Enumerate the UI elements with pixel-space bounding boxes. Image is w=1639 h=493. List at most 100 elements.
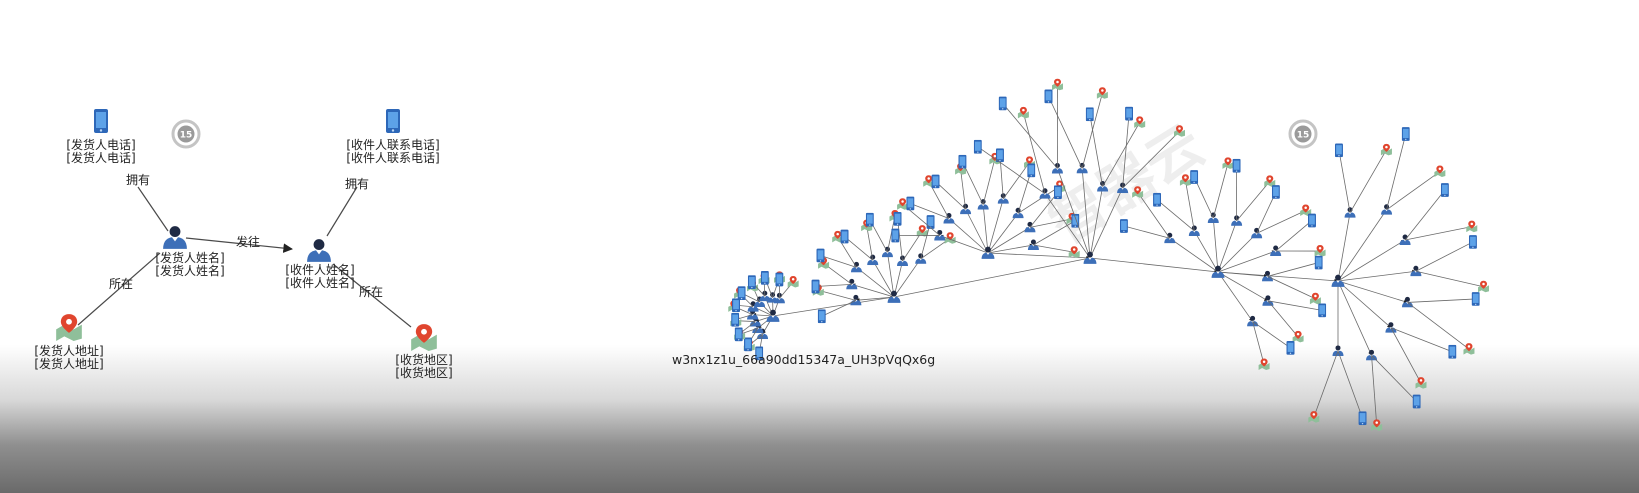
phone-icon [893, 211, 902, 226]
location-icon [1096, 87, 1108, 99]
spoke-edge-2-4 [987, 198, 1005, 254]
leaf-edge [1236, 181, 1271, 222]
spoke-edge-2-3 [981, 204, 989, 254]
location-icon [1478, 280, 1490, 293]
leaf-edge [844, 236, 873, 261]
phone-icon [775, 272, 784, 287]
spoke-edge-5-1 [1337, 209, 1387, 282]
location-icon [1173, 125, 1185, 137]
receiver-name-label-1: [收件人姓名] [285, 262, 354, 277]
leaf-edge [1102, 122, 1141, 187]
phone-icon [744, 337, 753, 352]
phone-icon [1044, 89, 1053, 104]
phone-icon [760, 270, 769, 285]
leaf-edge [1267, 300, 1299, 338]
leaf-edge [1256, 191, 1277, 234]
location-icon [1258, 358, 1270, 370]
leaf-edge [1371, 355, 1417, 402]
sender-phone-label-1: [发货人电话] [66, 137, 135, 152]
leaf-edge [1267, 300, 1323, 311]
phone-icon [731, 312, 740, 327]
leaf-edge [1089, 114, 1103, 187]
spoke-edge-1-2 [856, 267, 895, 298]
location-icon [1380, 143, 1392, 156]
spoke-edge-2-7 [987, 243, 1034, 254]
location-icon [1308, 411, 1320, 423]
leaf-edge [962, 161, 984, 205]
leaf-edge [1193, 176, 1214, 219]
phone-icon [1027, 163, 1036, 178]
location-icon [1415, 377, 1427, 389]
phone-icon [816, 248, 825, 263]
phone-icon [1471, 292, 1480, 306]
leaf-edge [1267, 262, 1319, 277]
phone-icon [1053, 185, 1062, 200]
leaf-edge [1415, 270, 1484, 288]
phone-icon [732, 298, 741, 313]
schema-diagram: 拥有 发往 拥有 所在 所在 [发货人电话] [发货人电话] [发货人姓名] [… [34, 109, 453, 380]
spoke-edge-1-1 [851, 283, 895, 298]
location-icon [1179, 174, 1191, 186]
leaf-edge [1338, 150, 1351, 213]
location-icon [1466, 220, 1478, 233]
edge-ship-to [185, 237, 293, 253]
leaf-edge [1033, 244, 1075, 253]
leaf-edge [821, 299, 857, 317]
leaf-edge [1002, 103, 1058, 169]
phone-icon [747, 275, 756, 290]
leaf-edge [1212, 163, 1229, 219]
phone-icon [817, 309, 826, 324]
phone-icon [1232, 158, 1241, 173]
phone-icon [1125, 106, 1134, 121]
leaf-edge [1256, 210, 1306, 234]
spoke-edge-4-5 [1217, 250, 1277, 273]
edge-receiver-owns-phone [326, 186, 358, 237]
spoke-edge-4-8 [1217, 271, 1253, 322]
spoke-edge-1-6 [893, 258, 922, 298]
location-icon [1017, 106, 1029, 119]
leaf-edge [1123, 225, 1170, 239]
edge-label-own-left: 拥有 [126, 173, 150, 187]
spoke-edge-5-6 [1337, 280, 1372, 356]
location-icon [1463, 343, 1475, 355]
spoke-edge-5-2 [1337, 239, 1406, 282]
phone-icon [734, 327, 743, 342]
phone-icon [1286, 341, 1295, 355]
receiver-area-label-2: [收货地区] [395, 365, 452, 380]
hub-link-0 [772, 295, 895, 317]
phone-icon [865, 212, 874, 227]
network-graph [728, 78, 1490, 431]
edge-sender-owns-phone [137, 186, 169, 232]
location-icon [916, 225, 928, 237]
sender-name-label-1: [发货人姓名] [155, 250, 224, 265]
phone-icon [811, 279, 820, 294]
phone-icon [1153, 192, 1162, 207]
hub-link-4 [987, 252, 1091, 260]
leaf-edge [1122, 131, 1180, 189]
badge-left: 15 [171, 119, 201, 149]
spoke-edge-4-6 [1217, 271, 1268, 279]
location-icon [1309, 292, 1321, 305]
phone-icon [931, 174, 940, 189]
leaf-edge [1017, 170, 1032, 214]
spoke-edge-4-4 [1217, 233, 1257, 273]
spoke-edge-3-2 [1080, 168, 1091, 259]
leaf-edge [910, 203, 950, 219]
location-icon [1052, 78, 1064, 91]
location-icon [1371, 419, 1383, 431]
leaf-edge [1023, 112, 1046, 194]
leaf-edge [1313, 350, 1339, 418]
spoke-edge-3-4 [1089, 187, 1123, 259]
receiver-area-label-1: [收货地区] [395, 352, 452, 367]
spoke-edge-4-1 [1193, 230, 1219, 273]
edge-receiver-located [332, 263, 412, 328]
spoke-edge-3-0 [1044, 193, 1091, 259]
phone-icon [1401, 127, 1410, 141]
leaf-edge [1017, 186, 1060, 214]
phone-icon [1318, 303, 1327, 318]
leaf-edge [1390, 327, 1453, 353]
phone-icon [1314, 255, 1323, 270]
hub-link-1 [893, 256, 1091, 298]
hub-link-2 [1089, 257, 1219, 274]
leaf-edge [1029, 218, 1073, 228]
